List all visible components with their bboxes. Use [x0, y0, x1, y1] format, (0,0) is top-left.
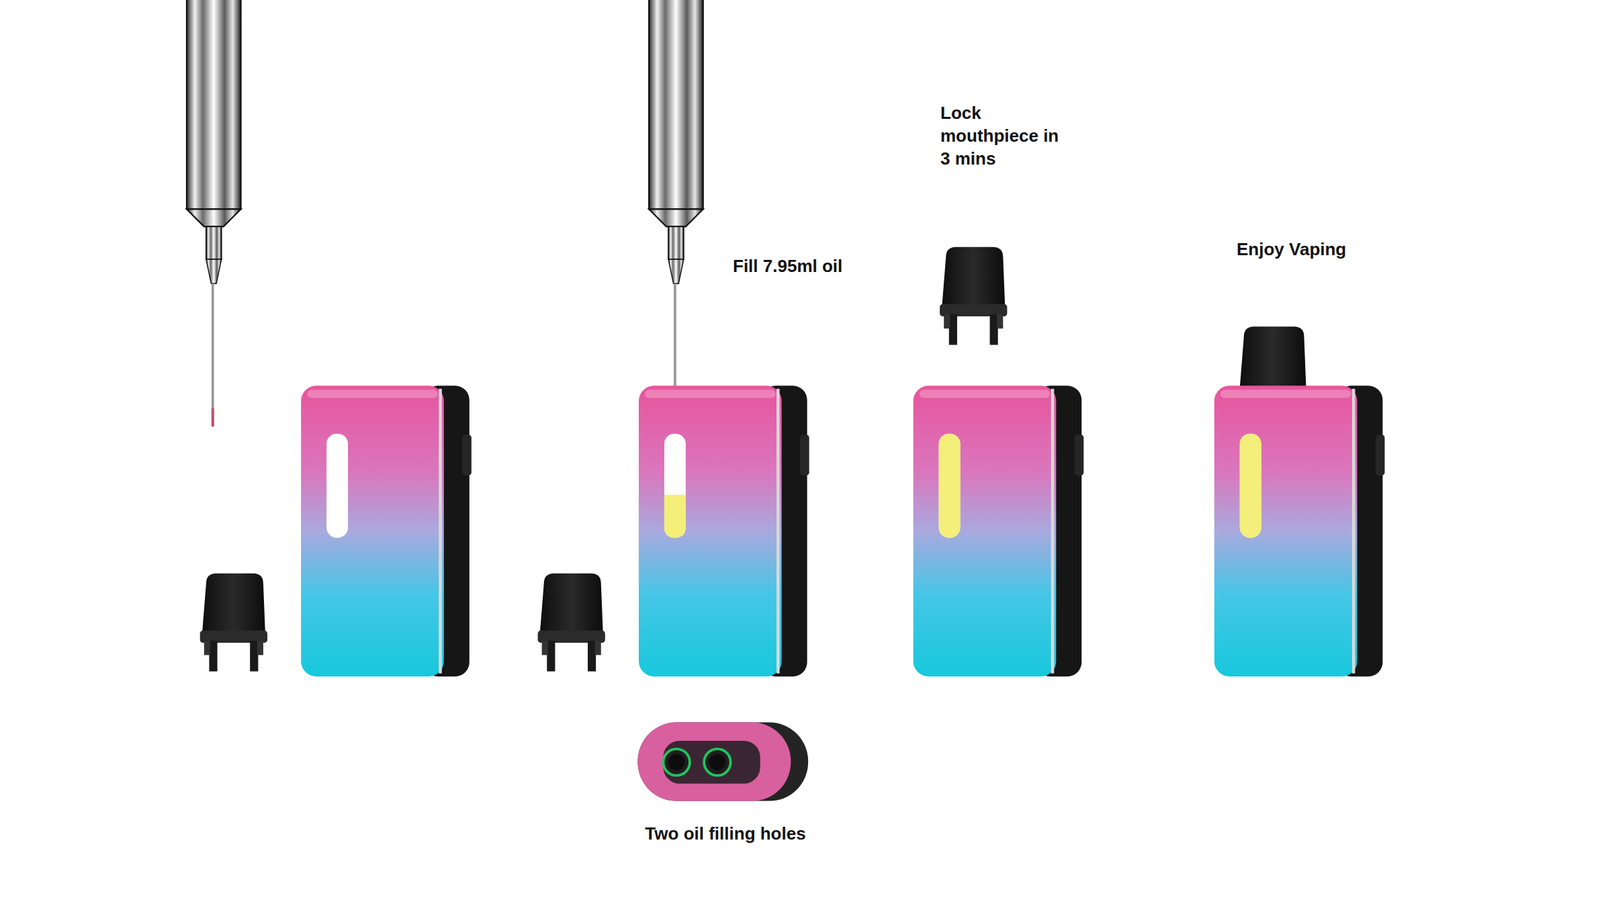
vape-device: [1214, 385, 1386, 677]
mouthpiece: [939, 247, 1007, 346]
step-label: Lock mouthpiece in 3 mins: [940, 102, 1069, 170]
oil-level: [1239, 433, 1262, 539]
vape-device: [638, 385, 810, 677]
vape-device: [300, 385, 472, 677]
mouthpiece: [538, 573, 606, 672]
mouthpiece: [1239, 326, 1307, 388]
filling-hole-view: [637, 722, 809, 802]
step-label: Two oil filling holes: [644, 822, 806, 846]
syringe: [186, 0, 242, 427]
syringe: [648, 0, 704, 388]
step-label: Fill 7.95ml oil: [732, 255, 843, 279]
mouthpiece: [200, 573, 268, 672]
oil-level: [664, 495, 686, 539]
oil-level: [939, 433, 961, 539]
step-label: Enjoy Vaping: [1236, 238, 1347, 262]
vape-device: [913, 385, 1085, 677]
